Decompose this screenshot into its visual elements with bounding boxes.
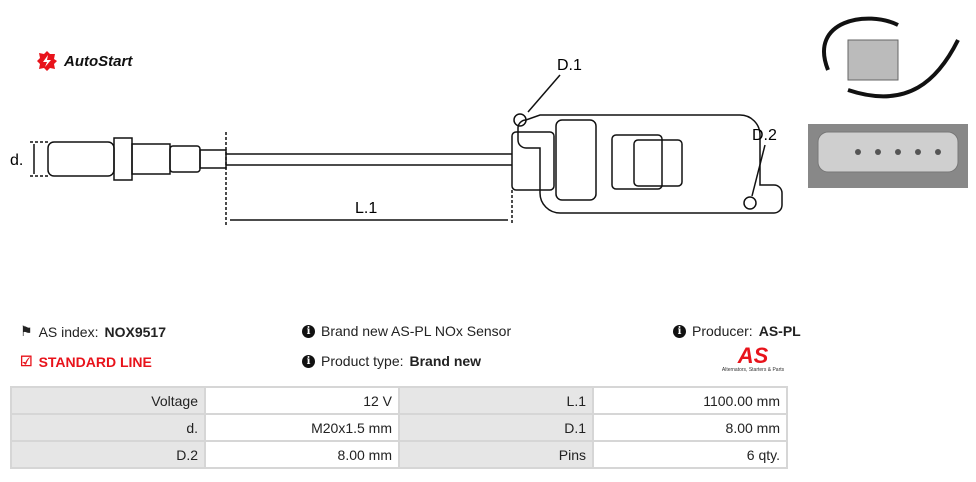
spec-value: M20x1.5 mm — [204, 413, 400, 442]
description: Brand new AS-PL NOx Sensor — [321, 323, 512, 339]
spec-label: d. — [10, 413, 206, 442]
info-icon: i — [302, 324, 315, 338]
spec-label: Voltage — [10, 386, 206, 415]
as-pl-logo: AS Alternators, Starters & Parts — [721, 343, 785, 374]
connector-photo[interactable] — [808, 124, 968, 188]
label-d: d. — [10, 152, 23, 169]
spec-label: D.1 — [398, 413, 594, 442]
label-d2: D.2 — [752, 127, 777, 144]
gear-bolt-icon — [37, 51, 57, 71]
standard-line: STANDARD LINE — [38, 353, 152, 370]
spec-label: L.1 — [398, 386, 594, 415]
producer-label: Producer: — [692, 323, 753, 339]
spec-value: 12 V — [204, 386, 400, 415]
producer-value: AS-PL — [758, 323, 801, 339]
spec-value: 1100.00 mm — [592, 386, 788, 415]
autostart-logo: AutoStart — [36, 50, 132, 72]
product-type-value: Brand new — [409, 353, 482, 369]
sensor-diagram: d. L.1 D.1 D.2 — [10, 57, 783, 225]
logo-text: AutoStart — [64, 52, 133, 70]
product-type-label: Product type: — [321, 353, 404, 369]
spec-label: D.2 — [10, 440, 206, 469]
spec-value: 8.00 mm — [592, 413, 788, 442]
spec-value: 6 qty. — [592, 440, 788, 469]
spec-value: 8.00 mm — [204, 440, 400, 469]
as-index-value: NOX9517 — [104, 323, 166, 340]
info-icon: i — [673, 324, 686, 338]
checkbox-icon: ☑ — [20, 353, 33, 369]
product-photo[interactable] — [808, 0, 968, 120]
tag-icon: ⚑ — [20, 323, 33, 339]
label-d1: D.1 — [557, 57, 582, 74]
label-l1: L.1 — [355, 200, 377, 217]
spec-label: Pins — [398, 440, 594, 469]
as-index-label: AS index: — [38, 323, 99, 340]
info-icon: i — [302, 354, 315, 368]
